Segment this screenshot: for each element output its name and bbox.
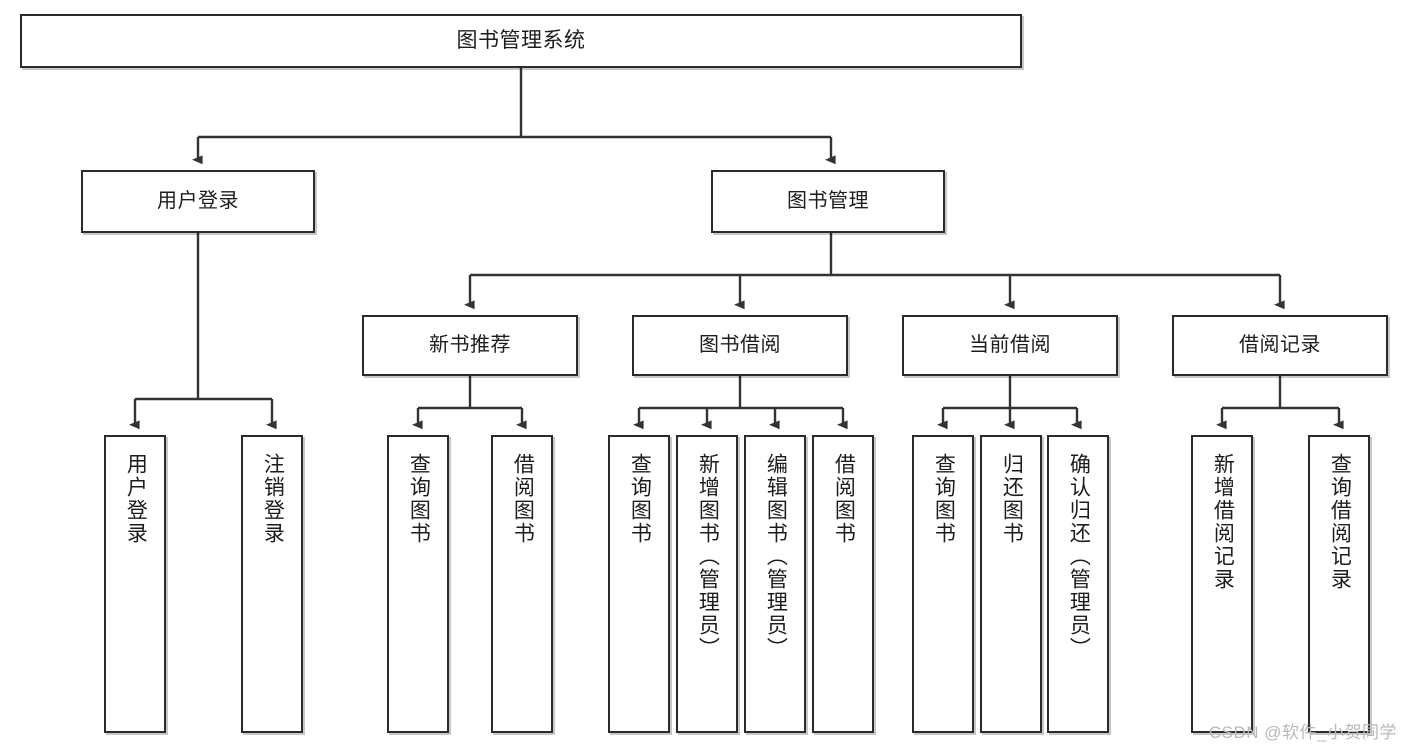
leaf-borrow-book-2-label: 借阅图书 [832, 453, 856, 545]
leaf-query-book-1[interactable]: 查询图书 [387, 435, 449, 733]
node-new-book-recommend[interactable]: 新书推荐 [362, 315, 578, 376]
leaf-user-logout[interactable]: 注销登录 [241, 435, 303, 733]
node-current-borrow-label: 当前借阅 [969, 334, 1051, 356]
node-book-manage-label: 图书管理 [787, 190, 869, 212]
leaf-borrow-book-2[interactable]: 借阅图书 [812, 435, 874, 733]
leaf-confirm-return[interactable]: 确认归还（管理员） [1047, 435, 1109, 733]
leaf-query-record[interactable]: 查询借阅记录 [1308, 435, 1370, 733]
node-book-manage[interactable]: 图书管理 [711, 170, 945, 233]
leaf-borrow-book-1[interactable]: 借阅图书 [491, 435, 553, 733]
leaf-add-record[interactable]: 新增借阅记录 [1191, 435, 1253, 733]
leaf-user-logout-label: 注销登录 [261, 453, 285, 545]
leaf-query-book-3[interactable]: 查询图书 [912, 435, 974, 733]
leaf-edit-book[interactable]: 编辑图书（管理员） [744, 435, 806, 733]
csdn-watermark: CSDN @软件_小贺同学 [1208, 723, 1397, 742]
node-current-borrow[interactable]: 当前借阅 [902, 315, 1118, 376]
leaf-return-book[interactable]: 归还图书 [980, 435, 1042, 733]
leaf-query-book-2-label: 查询图书 [628, 453, 652, 545]
leaf-query-book-3-label: 查询图书 [932, 453, 956, 545]
node-book-borrow-label: 图书借阅 [699, 334, 781, 356]
node-user-login[interactable]: 用户登录 [81, 170, 315, 233]
node-user-login-label: 用户登录 [157, 190, 239, 212]
leaf-query-record-label: 查询借阅记录 [1328, 453, 1352, 591]
node-borrow-record-label: 借阅记录 [1239, 334, 1321, 356]
leaf-user-login-label: 用户登录 [124, 453, 148, 545]
leaf-query-book-2[interactable]: 查询图书 [608, 435, 670, 733]
leaf-return-book-label: 归还图书 [1000, 453, 1024, 545]
node-root-label: 图书管理系统 [456, 28, 586, 52]
leaf-add-book[interactable]: 新增图书（管理员） [676, 435, 738, 733]
leaf-borrow-book-1-label: 借阅图书 [511, 453, 535, 545]
node-borrow-record[interactable]: 借阅记录 [1172, 315, 1388, 376]
leaf-add-record-label: 新增借阅记录 [1211, 453, 1235, 591]
node-root[interactable]: 图书管理系统 [20, 14, 1022, 68]
leaf-add-book-label: 新增图书（管理员） [696, 453, 720, 660]
leaf-edit-book-label: 编辑图书（管理员） [764, 453, 788, 660]
node-new-book-recommend-label: 新书推荐 [429, 334, 511, 356]
leaf-confirm-return-label: 确认归还（管理员） [1067, 453, 1091, 660]
node-book-borrow[interactable]: 图书借阅 [632, 315, 848, 376]
leaf-user-login[interactable]: 用户登录 [104, 435, 166, 733]
leaf-query-book-1-label: 查询图书 [407, 453, 431, 545]
